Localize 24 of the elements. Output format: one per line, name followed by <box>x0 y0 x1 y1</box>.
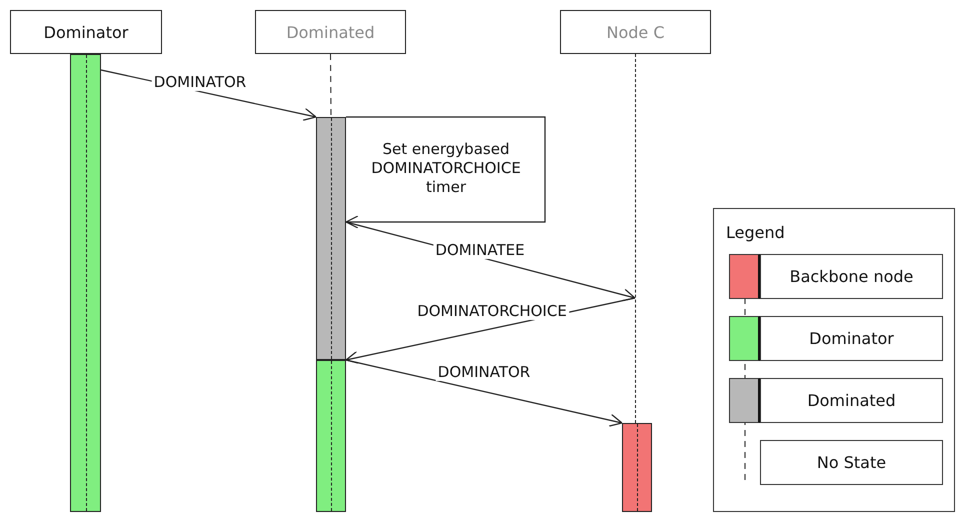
legend-title: Legend <box>726 223 785 242</box>
self-message-arrow <box>345 116 546 229</box>
legend-label: Dominated <box>760 378 943 423</box>
edge-label: DOMINATEE <box>433 241 527 259</box>
message-arrow <box>346 359 623 427</box>
edge-label: Set energybased DOMINATORCHOICE timer <box>370 140 522 196</box>
activation-bar <box>316 117 346 360</box>
edge-label: DOMINATOR <box>152 73 248 91</box>
edge-label: DOMINATOR <box>436 363 532 381</box>
legend-label: Dominator <box>760 316 943 361</box>
legend-label: Backbone node <box>760 254 943 299</box>
lifeline <box>330 54 332 118</box>
activation-bar <box>622 423 652 512</box>
activation-bar <box>70 54 101 512</box>
lifeline <box>635 54 637 423</box>
participant-name: Dominator <box>44 22 128 42</box>
participant-name: Dominated <box>286 22 375 42</box>
activation-bar <box>316 360 346 512</box>
participant-box <box>255 10 406 54</box>
message-arrow <box>345 297 636 364</box>
participant-name: Node C <box>606 22 664 42</box>
participant-box <box>560 10 711 54</box>
legend-label: No State <box>760 440 943 485</box>
participant-box <box>10 10 162 54</box>
